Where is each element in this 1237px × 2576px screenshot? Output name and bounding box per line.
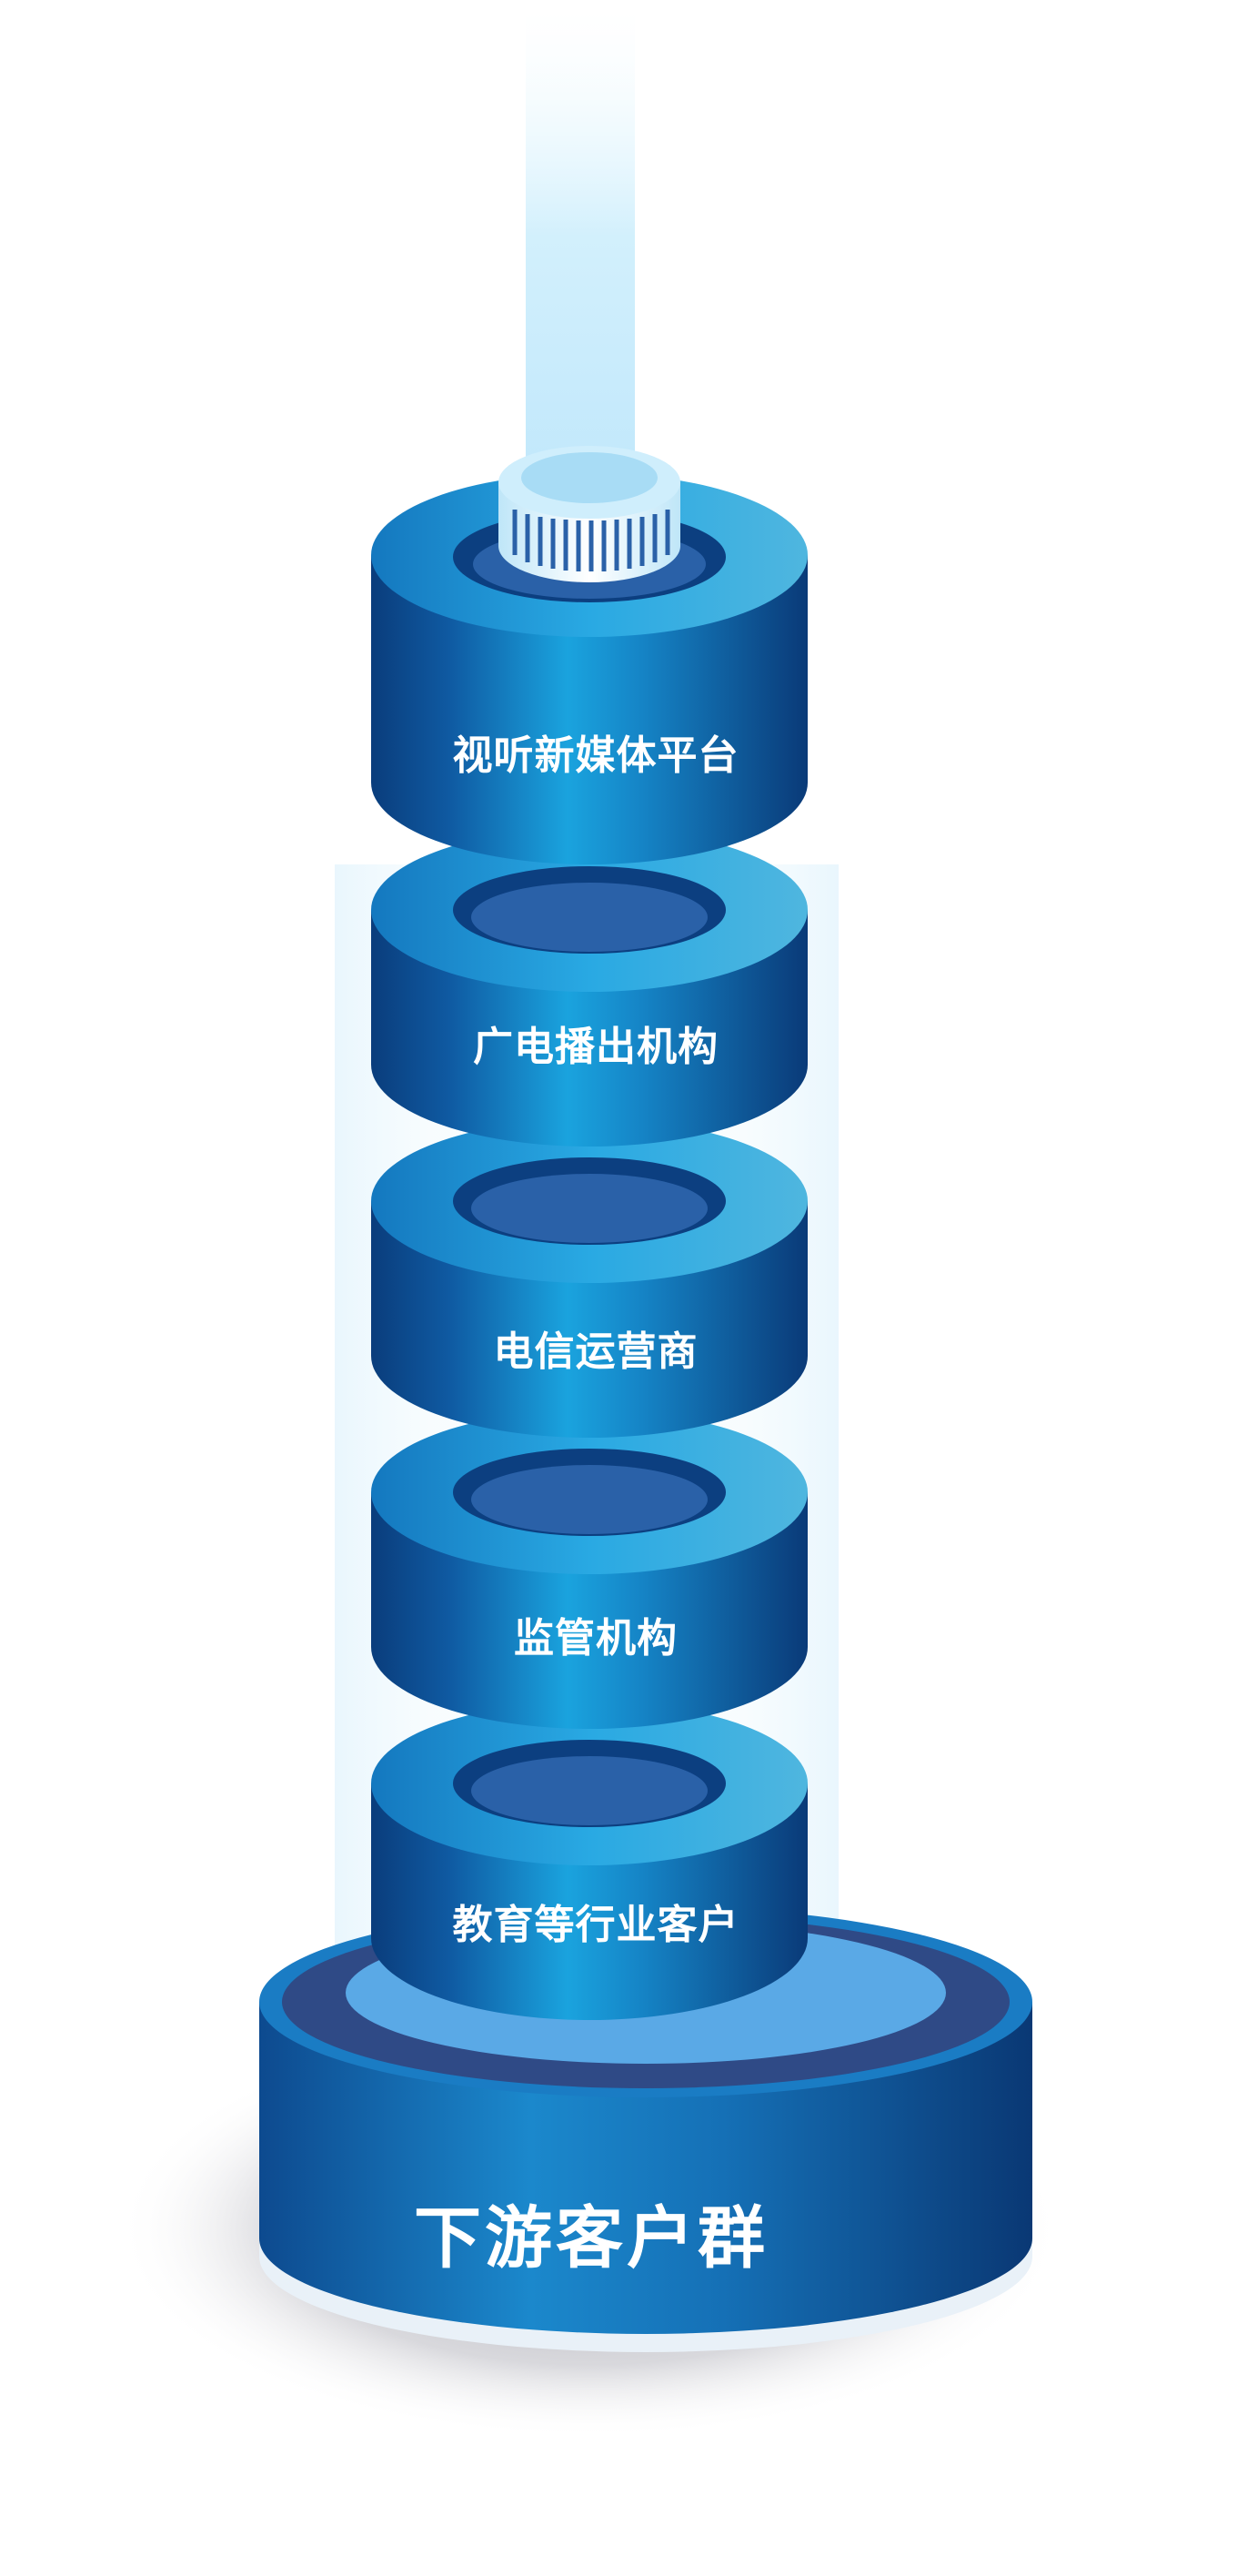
base-label: 下游客户群 bbox=[414, 2199, 769, 2278]
tier-2: 电信运营商 bbox=[371, 1119, 808, 1438]
light-beam bbox=[526, 9, 635, 464]
tier-label-4: 监管机构 bbox=[514, 1615, 678, 1662]
tier-label-1: 视听新媒体平台 bbox=[453, 732, 739, 779]
tier-label-2: 广电播出机构 bbox=[473, 1024, 719, 1070]
tier-3: 监管机构 bbox=[371, 1410, 808, 1729]
top-cap bbox=[498, 446, 680, 582]
tier-label-3: 电信运营商 bbox=[494, 1328, 699, 1375]
tier-label-5: 教育等行业客户 bbox=[453, 1902, 739, 1948]
cap-grille bbox=[512, 510, 670, 571]
tier-4: 教育等行业客户 bbox=[371, 1702, 808, 2020]
tier-1: 广电播出机构 bbox=[371, 828, 808, 1147]
